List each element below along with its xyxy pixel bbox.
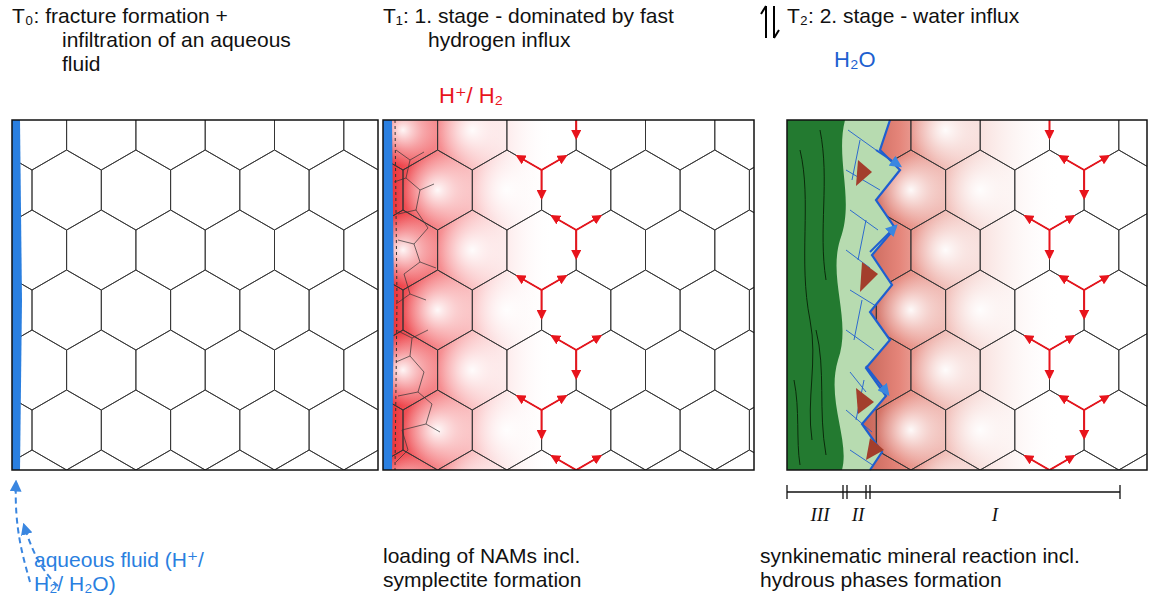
zone-number: I [985,503,1005,527]
influx-label: H₂O [834,48,914,72]
stage-panel: T₁: 1. stage - dominated by fast hydroge… [381,0,757,603]
stage-heading: T₁: 1. stage - dominated by fast hydroge… [383,4,713,52]
stage-heading: T₀: fracture formation + infiltration of… [12,4,302,76]
zone-number: II [846,503,870,527]
process-note: synkinematic mineral reaction incl. hydr… [760,544,1120,592]
influx-label: H⁺/ H₂ [439,84,559,108]
stage-heading: T₂: 2. stage - water influx [787,4,1127,28]
stage-panel: T₀: fracture formation + infiltration of… [8,0,380,603]
zone-number: III [800,503,840,527]
process-note: loading of NAMs incl. symplectite format… [383,544,683,592]
fluid-label: aqueous fluid (H⁺/ H₂/ H₂O) [34,548,204,596]
